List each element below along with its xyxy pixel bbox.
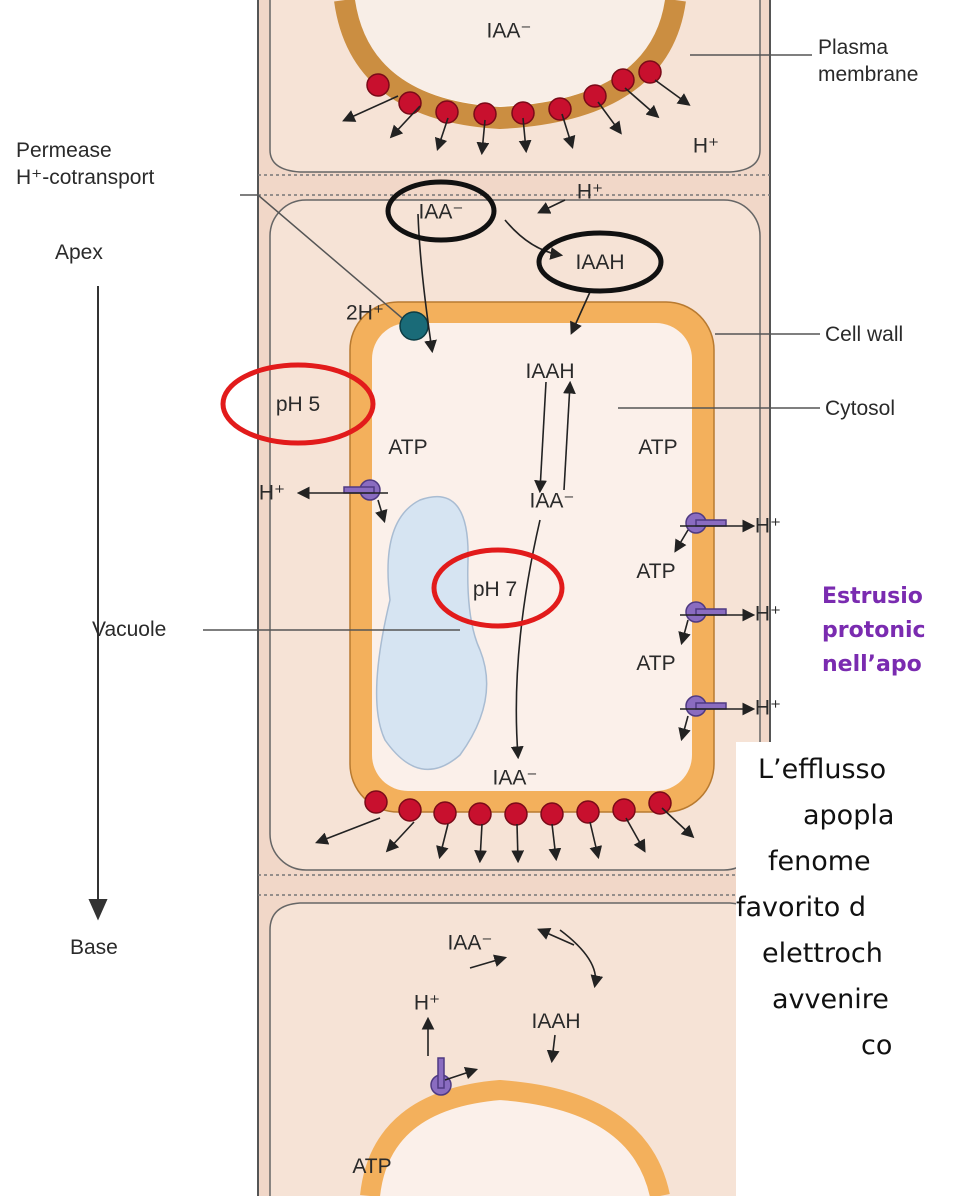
ph5-label: pH 5 [276,393,320,417]
iaah-cytosol-label: IAAH [525,360,574,384]
apex-base-arrow [90,286,106,918]
atp-right-2-label: ATP [636,560,675,584]
note-line-3: fenome [768,846,871,877]
iaah-wall-label: IAAH [575,251,624,275]
h-plus-top-label: H⁺ [693,134,719,159]
note-line-5: elettroch [762,938,883,969]
iaa-minus-wall-label: IAA⁻ [419,200,464,225]
iaa-minus-bottom-label: IAA⁻ [493,766,538,791]
atp-lower-label: ATP [352,1155,391,1179]
iaah-lower-label: IAAH [531,1010,580,1034]
ph7-label: pH 7 [473,578,517,602]
permease-symporter [400,312,428,340]
h-plus-right-1-label: H⁺ [755,514,781,539]
h-plus-lower-label: H⁺ [414,991,440,1016]
note-line-2: apopla [803,800,894,831]
atp-right-1-label: ATP [638,436,677,460]
atp-right-3-label: ATP [636,652,675,676]
h-plus-right-2-label: H⁺ [755,602,781,627]
plasma-membrane-label-1: Plasma [818,35,888,61]
purple-text-line-1: Estrusio [822,580,923,614]
note-line-6: avvenire [772,984,889,1015]
note-line-1: L’efflusso [758,754,886,785]
note-line-4: favorito d [736,892,866,923]
atp-left-label: ATP [388,436,427,460]
purple-text-line-2: protonic [822,614,926,648]
explanation-note: L’efflusso apopla fenome favorito d elet… [736,742,972,1196]
iaa-minus-lower-label: IAA⁻ [448,931,493,956]
vacuole-label: Vacuole [92,617,166,643]
purple-text-line-3: nell’apo [822,648,922,682]
iaa-minus-top-label: IAA⁻ [487,19,532,44]
cytosol-label: Cytosol [825,396,895,422]
apex-label: Apex [55,240,103,266]
two-h-plus-label: 2H⁺ [346,301,384,326]
lower-cell [270,903,760,1196]
permease-label-1: Permease [16,138,112,164]
permease-label-2: H⁺-cotransport [16,165,154,191]
base-label: Base [70,935,118,961]
plasma-membrane-label-2: membrane [818,62,918,88]
h-plus-wall-label: H⁺ [577,180,603,205]
h-plus-left-label: H⁺ [259,481,285,506]
note-line-7: co [861,1030,892,1061]
cell-wall-label: Cell wall [825,322,903,348]
iaa-minus-cytosol-label: IAA⁻ [530,489,575,514]
h-plus-right-3-label: H⁺ [755,696,781,721]
